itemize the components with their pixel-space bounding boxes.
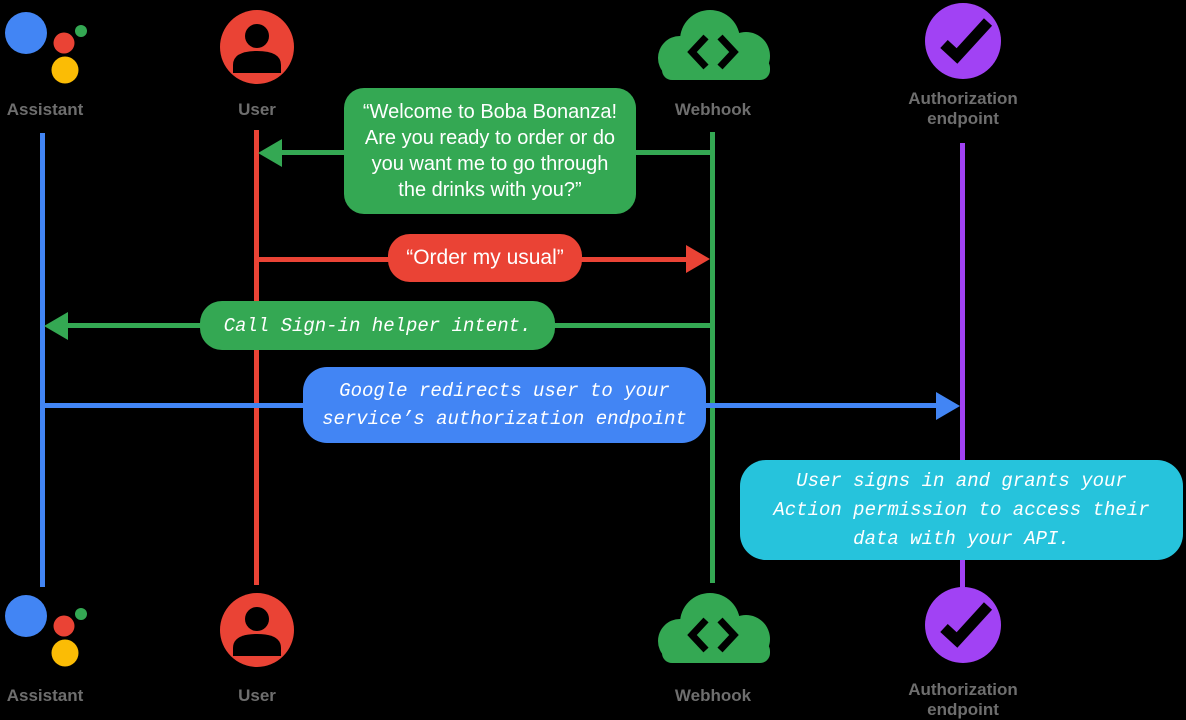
- user-label-bottom: User: [238, 686, 276, 705]
- assistant-icon: [5, 12, 87, 84]
- auth-endpoint-lifeline: [960, 143, 965, 588]
- note-line-1: User signs in and grants your: [796, 469, 1127, 492]
- redirect-line-1: Google redirects user to your: [339, 380, 670, 402]
- welcome-line-1: “Welcome to Boba Bonanza!: [362, 101, 618, 123]
- signin-intent-bubble: Call Sign-in helper intent.: [200, 301, 555, 350]
- order-text: “Order my usual”: [406, 246, 564, 269]
- assistant-lifeline: [40, 133, 45, 587]
- user-label-top: User: [238, 100, 276, 119]
- user-signs-in-note-bubble: User signs in and grants your Action per…: [740, 460, 1183, 560]
- welcome-message-bubble: “Welcome to Boba Bonanza! Are you ready …: [344, 88, 636, 214]
- note-line-2: Action permission to access their: [773, 498, 1150, 521]
- signin-text: Call Sign-in helper intent.: [223, 314, 532, 337]
- webhook-icon: [658, 10, 770, 80]
- welcome-line-2: Are you ready to order or do: [364, 127, 616, 149]
- auth-endpoint-label-top: Authorization endpoint: [908, 89, 1018, 128]
- user-icon: [220, 10, 294, 84]
- webhook-lifeline: [710, 132, 715, 583]
- assistant-icon: [5, 595, 87, 667]
- auth-endpoint-label-bottom: Authorization endpoint: [908, 680, 1018, 719]
- welcome-line-4: the drinks with you?”: [398, 179, 582, 201]
- assistant-label-bottom: Assistant: [6, 686, 84, 705]
- order-arrowhead-icon: [686, 245, 710, 273]
- welcome-line-3: you want me to go through: [371, 153, 609, 175]
- redirect-line-2: service’s authorization endpoint: [322, 408, 687, 430]
- user-lifeline: [254, 130, 259, 585]
- redirect-message-bubble: Google redirects user to your service’s …: [303, 367, 706, 443]
- redirect-arrowhead-icon: [936, 392, 960, 420]
- auth-endpoint-icon: [925, 3, 1001, 79]
- auth-endpoint-icon: [925, 587, 1001, 663]
- user-icon: [220, 593, 294, 667]
- webhook-icon: [658, 593, 770, 663]
- assistant-label-top: Assistant: [6, 100, 84, 119]
- note-line-3: data with your API.: [853, 527, 1070, 550]
- webhook-label-bottom: Webhook: [674, 686, 752, 705]
- webhook-label-top: Webhook: [674, 100, 752, 119]
- welcome-arrowhead-icon: [258, 139, 282, 167]
- signin-arrowhead-icon: [44, 312, 68, 340]
- order-message-bubble: “Order my usual”: [388, 234, 582, 282]
